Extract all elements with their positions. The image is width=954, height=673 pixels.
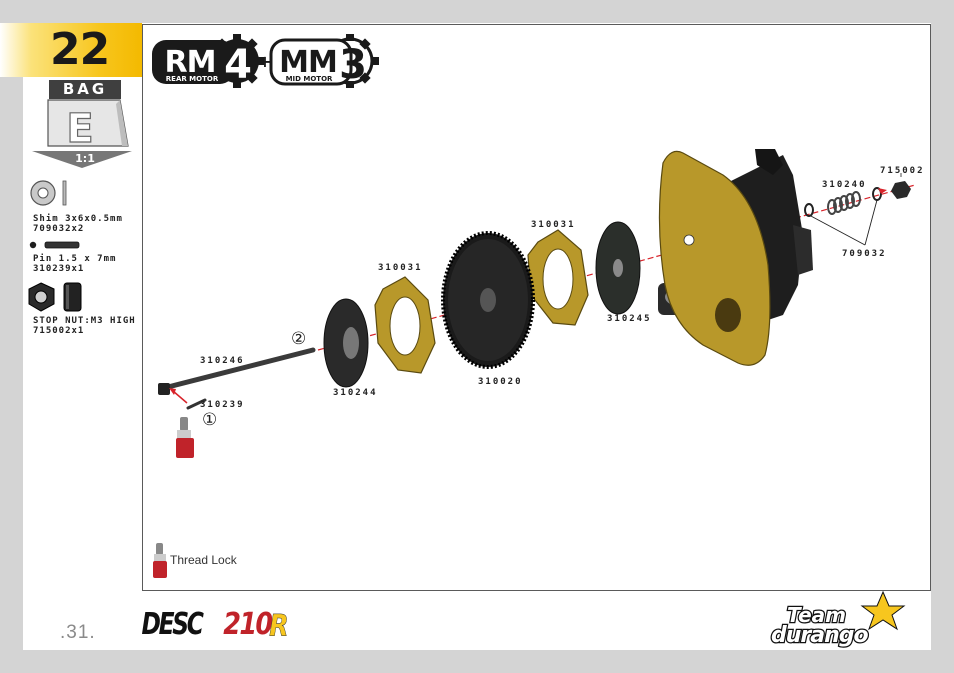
callout-310239: 310239: [200, 400, 245, 410]
thread-lock-legend: Thread Lock: [170, 553, 237, 567]
part-nut-name: STOP NUT:M3 HIGH: [33, 316, 136, 326]
part-shim-code: 709032x2: [33, 224, 85, 234]
shaft-310246: [158, 347, 316, 395]
callout-715002: 715002: [880, 166, 925, 176]
product-logo-right: 210: [223, 606, 272, 640]
scale-label: 1:1: [75, 152, 95, 165]
callout-310031-right: 310031: [531, 220, 576, 230]
diagram-frame: [142, 24, 931, 591]
step-tab: [0, 23, 142, 77]
motor-plate: [658, 150, 771, 366]
shim-icon: [30, 180, 67, 206]
brand-logo-line2: durango: [771, 623, 869, 648]
hex-plate-310031-right: [527, 229, 589, 326]
spur-gear-310020: [441, 231, 535, 369]
callout-310020: 310020: [478, 377, 523, 387]
mm3-sub: MID MOTOR: [286, 75, 333, 83]
step-mark-two: ②: [291, 329, 307, 349]
mm3-digit: 3: [339, 42, 367, 88]
bag-letter: E: [66, 106, 93, 152]
callout-709032: 709032: [842, 249, 887, 259]
product-logo-suffix: R: [269, 608, 289, 640]
brand-star-icon: [860, 590, 906, 631]
thread-lock-bottle: [176, 417, 194, 458]
callout-310246: 310246: [200, 356, 245, 366]
mm3-badge: MM 3 MID MOTOR: [269, 34, 379, 88]
hex-plate-310031-left: [374, 276, 436, 374]
callout-310240: 310240: [822, 180, 867, 190]
exploded-assembly: [158, 149, 916, 458]
product-logo-left: DESC: [142, 607, 205, 640]
rm4-badge: RM 4 REAR MOTOR: [152, 34, 264, 88]
thread-lock-legend-icon: [153, 543, 167, 578]
callout-310245: 310245: [607, 314, 652, 324]
part-pin-name: Pin 1.5 x 7mm: [33, 254, 117, 264]
pin-310239: [169, 388, 207, 410]
callout-310031-left: 310031: [378, 263, 423, 273]
step-number: 22: [50, 24, 110, 75]
page-number: .31.: [60, 622, 96, 643]
brand-logo: Team durango: [770, 590, 906, 649]
hub-310244: [323, 298, 369, 388]
part-shim-name: Shim 3x6x0.5mm: [33, 214, 123, 224]
chassis-badges: RM 4 REAR MOTOR + MM 3 MID MOTOR: [152, 34, 379, 88]
rm4-digit: 4: [224, 42, 252, 88]
part-nut-code: 715002x1: [33, 326, 85, 336]
callout-310244: 310244: [333, 388, 378, 398]
bag-icon: E: [32, 99, 132, 168]
part-nut-label: STOP NUT:M3 HIGH 715002x1: [33, 316, 136, 336]
bag-label: BAG: [49, 80, 121, 99]
stop-nut-icon: [28, 282, 82, 312]
part-pin-code: 310239x1: [33, 264, 85, 274]
slipper-pad-310245: [595, 221, 641, 315]
mm3-main: MM: [279, 45, 337, 80]
step-mark-one: ①: [202, 410, 218, 430]
part-shim-label: Shim 3x6x0.5mm 709032x2: [33, 214, 123, 234]
rm4-sub: REAR MOTOR: [166, 75, 219, 83]
part-pin-label: Pin 1.5 x 7mm 310239x1: [33, 254, 116, 274]
brand-logo-line1: Team: [787, 603, 846, 627]
badge-plus: +: [258, 52, 271, 71]
rm4-main: RM: [165, 45, 216, 80]
spring-assembly: [804, 181, 911, 246]
product-logo: DESC 210 R: [142, 606, 290, 640]
pin-icon: [29, 241, 80, 249]
